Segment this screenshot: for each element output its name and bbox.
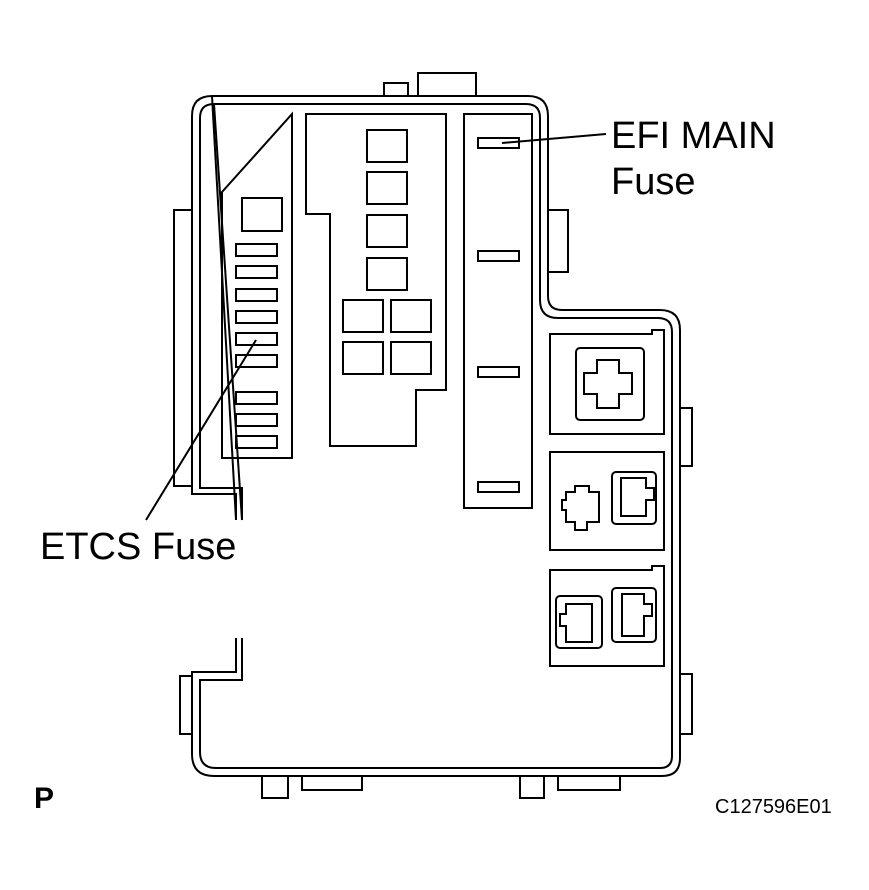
mini-fuse xyxy=(235,413,278,427)
strip-fuse xyxy=(477,366,520,378)
connector-block-top xyxy=(549,329,665,435)
view-letter: P xyxy=(34,782,55,815)
strip-fuse xyxy=(477,481,520,493)
mini-fuse xyxy=(235,435,278,449)
middle-relay-panel xyxy=(305,113,447,447)
mini-fuse xyxy=(235,354,278,368)
mini-fuse xyxy=(235,288,278,302)
efi-main-label-line2: Fuse xyxy=(611,161,696,203)
strip-fuse xyxy=(477,250,520,262)
top-tabs xyxy=(383,72,477,98)
mini-fuse xyxy=(235,310,278,324)
bottom-tabs xyxy=(261,775,621,799)
housing-inner-outline xyxy=(199,102,673,769)
efi-main-fuse-label: EFI MAIN Fuse xyxy=(611,113,776,205)
etcs-fuse-label: ETCS Fuse xyxy=(40,526,237,568)
efi-main-leader-line xyxy=(501,133,607,144)
connector-block-bottom xyxy=(549,565,665,667)
connector-block-middle xyxy=(549,451,665,551)
mini-fuse-etcs xyxy=(235,332,278,346)
efi-main-label-line1: EFI MAIN xyxy=(611,115,776,157)
left-fuse-panel xyxy=(221,111,293,459)
etcs-leader-line xyxy=(145,339,257,521)
mini-fuse xyxy=(235,243,278,257)
fuse-efi-main xyxy=(477,137,520,149)
mini-fuse xyxy=(235,265,278,279)
housing-outline xyxy=(191,94,681,777)
mini-fuse xyxy=(235,391,278,405)
right-fuse-strip xyxy=(463,113,533,509)
figure-code: C127596E01 xyxy=(715,796,832,818)
